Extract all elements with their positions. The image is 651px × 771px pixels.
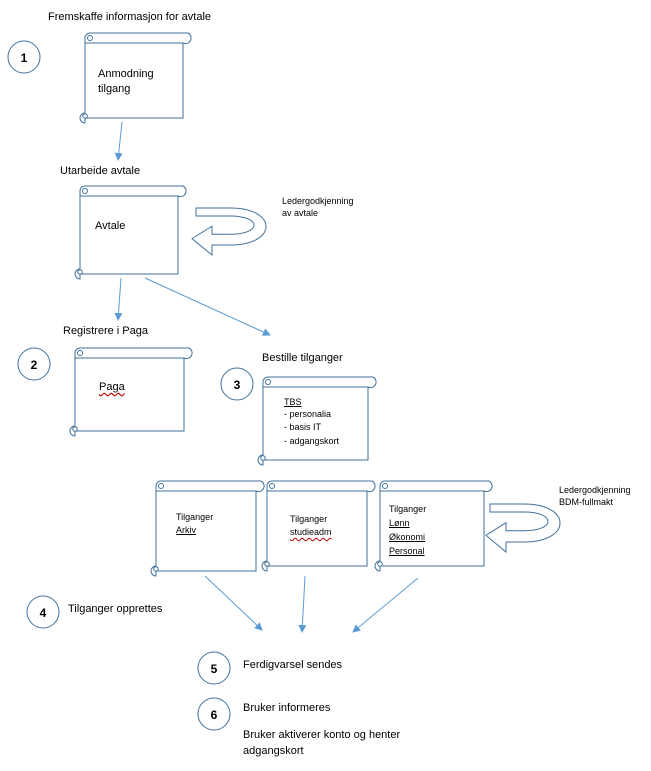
doc-lonn-line-2: Lønn — [389, 518, 410, 528]
step-6-heading: Bruker informeres — [243, 702, 331, 714]
step-5-circle: 5 — [197, 651, 231, 685]
loop-avtale-arrow — [191, 207, 267, 257]
step-3-circle: 3 — [220, 367, 254, 401]
doc-tbs-shape — [257, 376, 377, 466]
step-2-circle: 2 — [17, 347, 51, 381]
doc-tbs-item: - basis IT — [284, 422, 322, 432]
doc-avtale-label: Avtale — [95, 220, 126, 232]
loop-bdm-arrow — [485, 503, 561, 554]
arrow-avtale-to-paga — [114, 277, 123, 321]
arrow-arkiv-to-ferdig — [204, 575, 263, 631]
step-5-circle-number: 5 — [211, 662, 218, 676]
arrow-avtale-to-tbs — [144, 277, 271, 336]
doc-studieadm-line-2: studieadm — [290, 527, 332, 537]
arrow-anmodning-to-avtale — [114, 121, 123, 161]
doc-avtale-shape — [74, 185, 187, 280]
doc-anmodning-line-2: tilgang — [98, 83, 131, 95]
step-2-circle-number: 2 — [31, 358, 38, 372]
doc-arkiv-line-1: Tilganger — [176, 512, 214, 522]
doc-tbs-item: - personalia — [284, 409, 332, 419]
step-3-heading: Bestille tilganger — [262, 352, 343, 364]
doc-arkiv-shape — [150, 480, 265, 577]
step-5-heading: Ferdigvarsel sendes — [243, 659, 343, 671]
step-1-circle: 1 — [7, 40, 41, 74]
loop-avtale-label-1: Ledergodkjenning — [282, 196, 354, 206]
doc-tbs-title: TBS — [284, 397, 302, 407]
doc-lonn-line-4: Personal — [389, 546, 425, 556]
doc-arkiv-line-2: Arkiv — [176, 525, 196, 535]
doc-anmodning-line-1: Anmodning — [98, 68, 154, 80]
doc-paga-shape — [69, 347, 193, 437]
loop-bdm-label-1: Ledergodkjenning — [559, 485, 631, 495]
arrow-studieadm-to-ferdig — [298, 575, 307, 633]
doc-lonn-line-1: Tilganger — [389, 504, 427, 514]
step-3-circle-number: 3 — [234, 378, 241, 392]
doc-tbs-item: - adgangskort — [284, 436, 340, 446]
doc-paga-label: Paga — [99, 381, 125, 393]
doc-lonn-line-3: Økonomi — [389, 532, 426, 542]
step-4-circle-number: 4 — [40, 606, 47, 620]
doc-studieadm-shape — [261, 480, 376, 572]
step-6-detail-2: adgangskort — [243, 745, 304, 757]
step-2-heading: Registrere i Paga — [63, 325, 148, 337]
doc-anmodning-shape — [79, 32, 192, 124]
step-1-heading: Fremskaffe informasjon for avtale — [48, 11, 212, 23]
step-utarbeide-heading: Utarbeide avtale — [60, 165, 141, 177]
step-4-circle: 4 — [26, 595, 60, 629]
doc-studieadm-line-1: Tilganger — [290, 514, 328, 524]
doc-lonn-shape — [374, 480, 493, 572]
step-6-circle-number: 6 — [211, 708, 218, 722]
step-6-detail-1: Bruker aktiverer konto og henter — [243, 729, 401, 741]
step-6-circle: 6 — [197, 697, 231, 731]
arrow-lonn-to-ferdig — [352, 577, 419, 633]
step-4-heading: Tilganger opprettes — [68, 603, 163, 615]
step-1-circle-number: 1 — [21, 51, 28, 65]
loop-bdm-label-2: BDM-fullmakt — [559, 497, 614, 507]
loop-avtale-label-2: av avtale — [282, 208, 319, 218]
